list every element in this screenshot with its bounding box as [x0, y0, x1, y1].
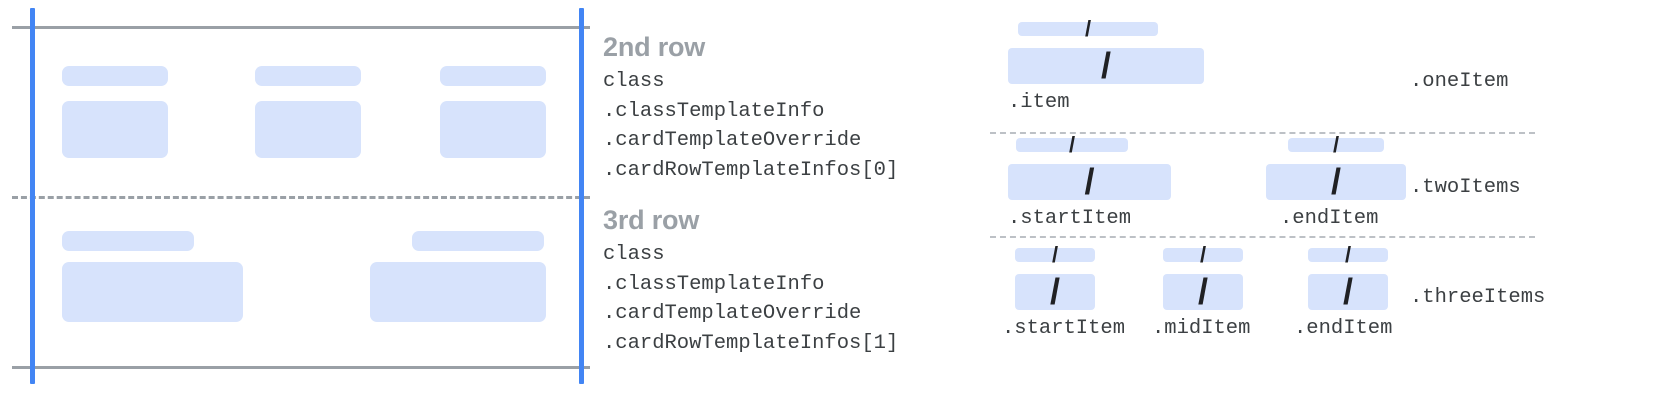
- body-placeholder: [440, 101, 546, 158]
- label-placeholder: /: [1163, 244, 1243, 266]
- horizontal-rule-bottom: [12, 366, 590, 369]
- vertical-guide-left: [30, 8, 35, 384]
- slot-start-item: / / .startItem: [1002, 244, 1130, 341]
- slash-icon: /: [1332, 132, 1340, 157]
- label-placeholder: [440, 66, 546, 86]
- body-placeholder: /: [1015, 274, 1095, 310]
- label-placeholder: [62, 231, 194, 251]
- slot-item: / / .item: [1008, 18, 1204, 114]
- variant-label: .threeItems: [1410, 286, 1546, 309]
- body-placeholder: [370, 262, 546, 322]
- label-placeholder: /: [1308, 244, 1388, 266]
- slash-icon: /: [1344, 242, 1352, 267]
- body-placeholder: /: [1008, 48, 1204, 84]
- body-placeholder: /: [1308, 274, 1388, 310]
- slash-icon: /: [1049, 271, 1061, 312]
- annotation-second-row: 2nd row class .classTemplateInfo .cardTe…: [603, 30, 898, 185]
- label-placeholder: [412, 231, 544, 251]
- slash-icon: /: [1068, 132, 1076, 157]
- slash-icon: /: [1342, 271, 1354, 312]
- slash-icon: /: [1100, 45, 1112, 86]
- slot-label: .midItem: [1152, 317, 1251, 340]
- vertical-guide-right: [579, 8, 584, 384]
- label-placeholder: /: [1288, 134, 1384, 156]
- annotation-code-path: class .classTemplateInfo .cardTemplateOv…: [603, 243, 899, 355]
- variant-one-item: / / .item .oneItem: [990, 18, 1676, 132]
- body-placeholder: /: [1266, 164, 1406, 200]
- slot-end-item: / / .endItem: [1258, 134, 1423, 230]
- body-placeholder: [255, 101, 361, 158]
- slot-label: .item: [1008, 91, 1070, 114]
- slot-label: .endItem: [1280, 207, 1379, 230]
- variant-two-items: / / .startItem / / .endItem .twoItems: [990, 134, 1676, 238]
- body-placeholder: /: [1163, 274, 1243, 310]
- variant-label: .oneItem: [1410, 70, 1509, 93]
- label-placeholder: [255, 66, 361, 86]
- annotation-code-path: class .classTemplateInfo .cardTemplateOv…: [603, 70, 899, 182]
- slot-end-item: / / .endItem: [1294, 244, 1418, 341]
- label-placeholder: [62, 66, 168, 86]
- slash-icon: /: [1197, 271, 1209, 312]
- slot-label: .startItem: [1008, 207, 1132, 230]
- slash-icon: /: [1199, 242, 1207, 267]
- body-placeholder: [62, 101, 168, 158]
- label-placeholder: /: [1018, 18, 1158, 40]
- label-placeholder: /: [1015, 244, 1095, 266]
- body-placeholder: /: [1008, 164, 1171, 200]
- slot-label: .startItem: [1002, 317, 1126, 340]
- label-placeholder: /: [1016, 134, 1128, 156]
- dashed-variant-divider: [990, 132, 1535, 134]
- item-layout-variants: / / .item .oneItem / / .startItem: [990, 0, 1676, 412]
- slash-icon: /: [1084, 16, 1092, 41]
- slot-label: .endItem: [1294, 317, 1393, 340]
- slash-icon: /: [1051, 242, 1059, 267]
- annotation-third-row: 3rd row class .classTemplateInfo .cardTe…: [603, 203, 898, 358]
- card-row-placeholder-mock: [0, 0, 600, 412]
- dashed-row-divider: [12, 196, 590, 199]
- slash-icon: /: [1084, 161, 1095, 202]
- variant-label: .twoItems: [1410, 176, 1521, 199]
- annotation-title: 3rd row: [603, 205, 700, 235]
- annotation-title: 2nd row: [603, 32, 706, 62]
- horizontal-rule-top: [12, 26, 590, 29]
- body-placeholder: [62, 262, 243, 322]
- slot-start-item: / / .startItem: [1008, 134, 1173, 230]
- slot-mid-item: / / .midItem: [1152, 244, 1278, 341]
- slash-icon: /: [1330, 161, 1342, 202]
- dashed-variant-divider: [990, 236, 1535, 238]
- variant-three-items: / / .startItem / / .midItem /: [990, 244, 1676, 358]
